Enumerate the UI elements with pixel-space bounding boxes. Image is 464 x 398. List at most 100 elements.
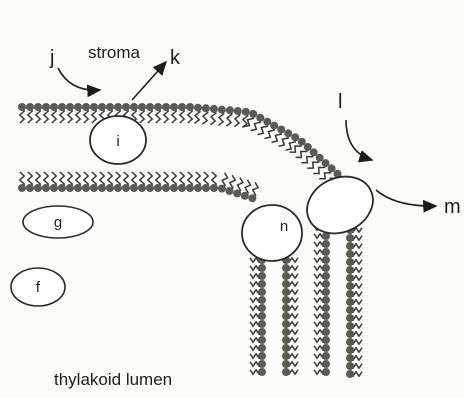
lipid-head <box>106 184 114 192</box>
arrow-m-out <box>376 190 436 206</box>
lipid-head <box>258 368 266 376</box>
lipid-head <box>346 354 354 362</box>
label-g: g <box>54 214 62 231</box>
arrow-k-out <box>132 62 166 100</box>
lipid-head <box>210 184 218 192</box>
lipid-head <box>282 352 290 360</box>
lipid-head <box>282 296 290 304</box>
lipid-head <box>138 184 146 192</box>
arrow-l-in <box>346 120 372 160</box>
lipid-head <box>258 272 266 280</box>
lipid-head <box>346 266 354 274</box>
lipid-head <box>304 143 312 151</box>
lipid-head <box>322 336 330 344</box>
lipid-head <box>282 312 290 320</box>
lipid-head <box>322 288 330 296</box>
lipid-head <box>263 118 271 126</box>
lipid-head <box>310 148 318 156</box>
lipid-head <box>298 138 306 146</box>
lipid-head <box>114 103 122 111</box>
lipid-head <box>282 288 290 296</box>
lipid-head <box>322 304 330 312</box>
lipid-head <box>58 103 66 111</box>
lipid-head <box>50 184 58 192</box>
lipid-head <box>346 314 354 322</box>
lipid-head <box>258 360 266 368</box>
lipid-head <box>122 184 130 192</box>
lipid-head <box>282 336 290 344</box>
lipid-head <box>178 103 186 111</box>
lipid-head <box>346 242 354 250</box>
lipid-head <box>98 184 106 192</box>
lipid-head <box>322 248 330 256</box>
lipid-head <box>249 110 257 118</box>
arrow-j-in <box>58 68 100 90</box>
lipid-head <box>98 103 106 111</box>
lipid-head <box>50 103 58 111</box>
lipid-head <box>322 360 330 368</box>
lipid-head <box>346 250 354 258</box>
lipid-head <box>270 122 278 130</box>
lipid-head <box>256 114 264 122</box>
lipid-head <box>282 304 290 312</box>
protein-complex-upper <box>298 166 382 244</box>
lipid-head <box>346 298 354 306</box>
lipid-head <box>248 194 256 202</box>
lipid-head <box>322 320 330 328</box>
label-n: n <box>280 218 288 235</box>
label-j: j <box>49 47 54 69</box>
lipid-head <box>322 328 330 336</box>
lipid-head <box>170 103 178 111</box>
lipid-head <box>346 330 354 338</box>
stroma-label: stroma <box>88 43 141 62</box>
lipid-head <box>328 164 336 172</box>
lipid-head <box>218 106 226 114</box>
lipid-bilayer <box>18 103 362 378</box>
lipid-head <box>346 290 354 298</box>
lipid-head <box>74 103 82 111</box>
lipid-head <box>26 184 34 192</box>
lipid-head <box>322 159 330 167</box>
lipid-head <box>258 336 266 344</box>
lipid-head <box>186 103 194 111</box>
lipid-head <box>282 328 290 336</box>
lipid-head <box>242 108 250 116</box>
lipid-head <box>202 104 210 112</box>
lipid-head <box>258 280 266 288</box>
lipid-head <box>154 184 162 192</box>
lipid-head <box>282 368 290 376</box>
lipid-head <box>114 184 122 192</box>
lipid-head <box>346 306 354 314</box>
lipid-head <box>258 320 266 328</box>
lipid-head <box>34 103 42 111</box>
lipid-head <box>322 352 330 360</box>
lipid-head <box>194 104 202 112</box>
lipid-head <box>82 103 90 111</box>
lipid-head <box>322 264 330 272</box>
label-l: l <box>338 91 342 113</box>
lipid-head <box>284 129 292 137</box>
label-m: m <box>444 196 461 218</box>
lipid-head <box>34 184 42 192</box>
lipid-head <box>26 103 34 111</box>
lipid-head <box>162 103 170 111</box>
lipid-head <box>346 346 354 354</box>
lipid-head <box>82 184 90 192</box>
lipid-head <box>346 274 354 282</box>
label-k: k <box>170 47 181 69</box>
lipid-head <box>154 103 162 111</box>
lipid-head <box>322 272 330 280</box>
lipid-head <box>18 103 26 111</box>
lipid-head <box>146 103 154 111</box>
lipid-head <box>258 344 266 352</box>
lipid-head <box>226 106 234 114</box>
lipid-head <box>210 105 218 113</box>
lipid-head <box>226 187 234 195</box>
lipid-head <box>346 338 354 346</box>
lipid-head <box>322 344 330 352</box>
lipid-head <box>66 184 74 192</box>
lipid-head <box>90 184 98 192</box>
lipid-head <box>346 322 354 330</box>
lipid-head <box>316 154 324 162</box>
